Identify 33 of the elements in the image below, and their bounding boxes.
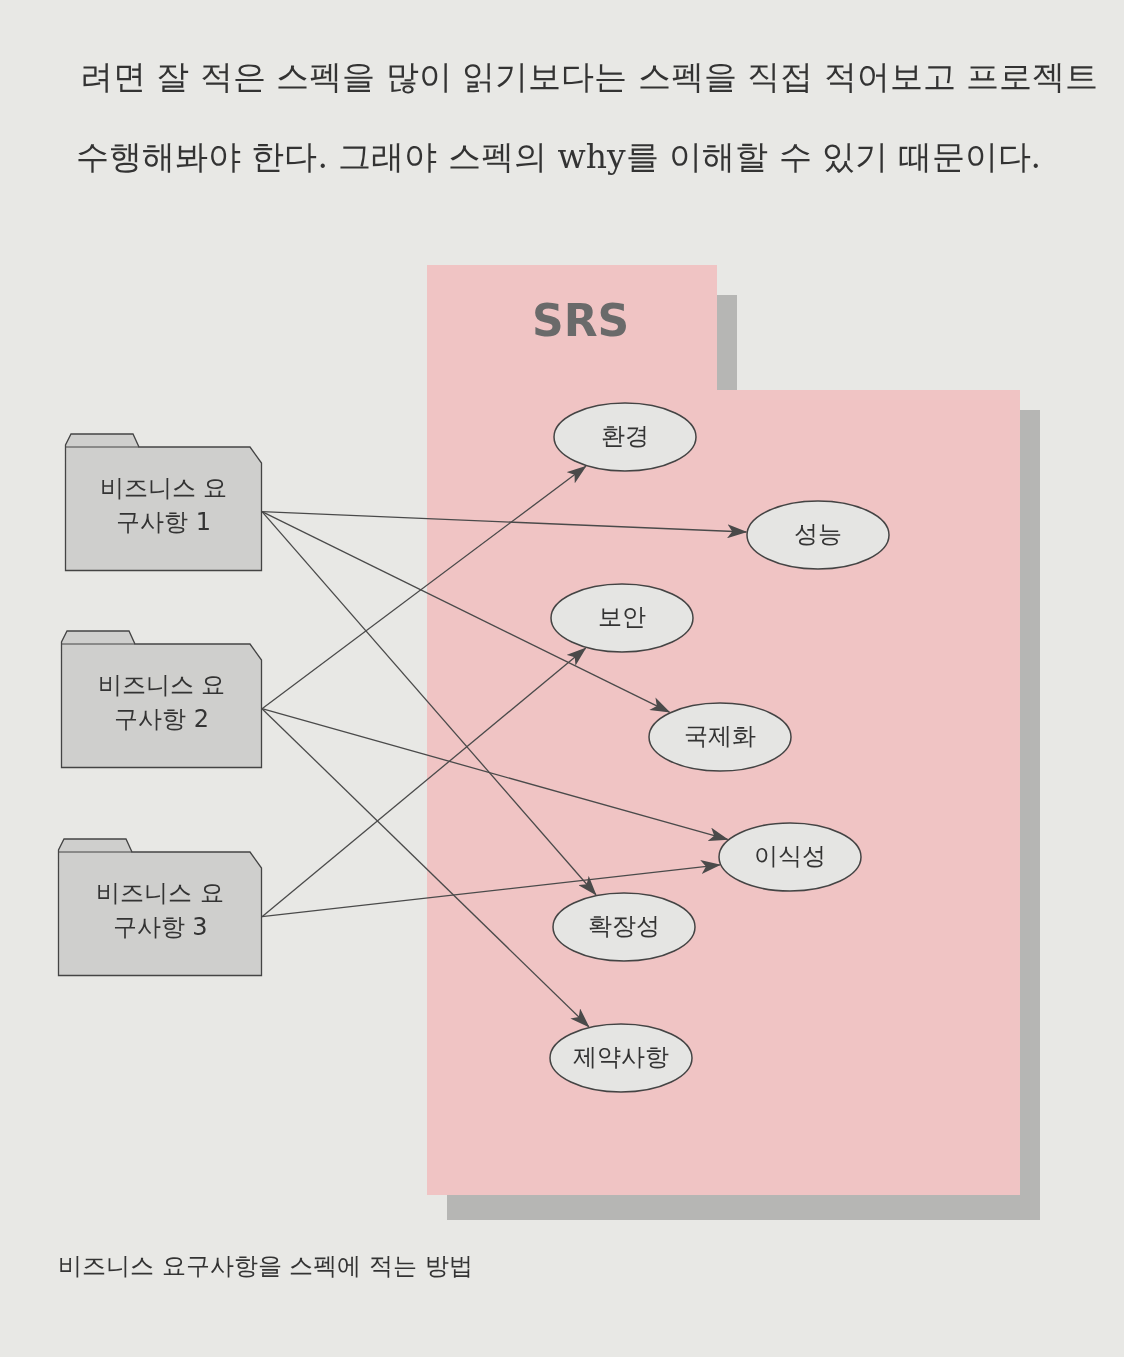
node-label: 이식성 — [753, 841, 827, 872]
ellipse-node — [718, 822, 862, 892]
caption: 비즈니스 요구사항을 스펙에 적는 방법 — [58, 1251, 473, 1282]
folder-title: SRS — [532, 295, 630, 346]
folder-box — [65, 433, 262, 571]
arrow — [261, 708, 590, 1028]
body-text: 려면 잘 적은 스펙을 많이 읽기보다는 스펙을 직접 적어보고 프로젝트 — [80, 56, 1099, 98]
arrow — [261, 860, 721, 918]
ellipse-node — [553, 402, 697, 472]
node-label: 비즈니스 요구사항 2 — [96, 670, 227, 735]
node-label: 국제화 — [683, 721, 757, 752]
arrow — [261, 465, 587, 710]
ellipse-node — [550, 583, 694, 653]
folder-box — [58, 838, 262, 976]
node-label: 성능 — [793, 519, 843, 550]
ellipse-node — [746, 500, 890, 570]
node-label: 제약사항 — [572, 1042, 670, 1073]
node-label: 비즈니스 요구사항 1 — [98, 473, 229, 538]
node-label: 보안 — [597, 602, 647, 633]
ellipse-node — [552, 892, 696, 962]
ellipse-node — [648, 702, 792, 772]
arrow — [261, 647, 587, 918]
node-label: 확장성 — [587, 911, 661, 942]
srs-folder — [427, 265, 1042, 1220]
node-label: 비즈니스 요구사항 3 — [95, 878, 225, 943]
arrow — [261, 511, 597, 896]
arrow — [261, 511, 671, 713]
ellipse-node — [549, 1023, 693, 1093]
arrow — [261, 511, 748, 539]
arrow — [261, 708, 729, 842]
folder-box — [61, 630, 262, 768]
node-label: 환경 — [600, 421, 650, 452]
body-text: 수행해봐야 한다. 그래야 스펙의 why를 이해할 수 있기 때문이다. — [76, 136, 1042, 178]
